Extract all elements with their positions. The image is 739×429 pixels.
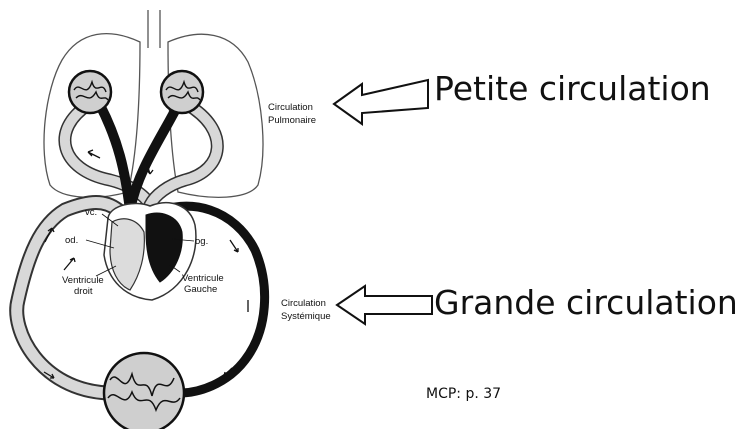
systemic-label-line2: Systémique — [281, 311, 331, 322]
label-vg-line2: Gauche — [184, 284, 217, 295]
pulm-artery-left — [100, 105, 130, 210]
pulm-vein-right-inner — [150, 105, 217, 205]
grande-arrow — [337, 286, 432, 324]
label-vc: vc. — [85, 207, 97, 218]
pulmonary-label-line1: Circulation — [268, 102, 313, 113]
petite-arrow — [334, 80, 428, 124]
right-lung-capillaries — [161, 71, 203, 113]
heart — [104, 203, 196, 300]
systemic-label-line1: Circulation — [281, 298, 326, 309]
systemic-capillaries — [104, 353, 184, 429]
page-reference: MCP: p. 37 — [426, 386, 501, 402]
label-vg-line1: Ventricule — [182, 273, 224, 284]
grande-circulation-title: Grande circulation — [434, 283, 738, 322]
left-lung-capillaries — [69, 71, 111, 113]
label-vd-line2: droit — [74, 286, 93, 297]
pulmonary-label-line2: Pulmonaire — [268, 115, 316, 126]
label-og: og. — [195, 236, 208, 247]
pulmonary-vessels — [65, 105, 217, 210]
vena-cava-outer — [17, 203, 118, 394]
trachea — [148, 10, 160, 48]
petite-circulation-title: Petite circulation — [434, 69, 711, 108]
label-vd-line1: Ventricule — [62, 275, 104, 286]
label-od: od. — [65, 235, 78, 246]
right-lung-outline — [168, 34, 263, 197]
